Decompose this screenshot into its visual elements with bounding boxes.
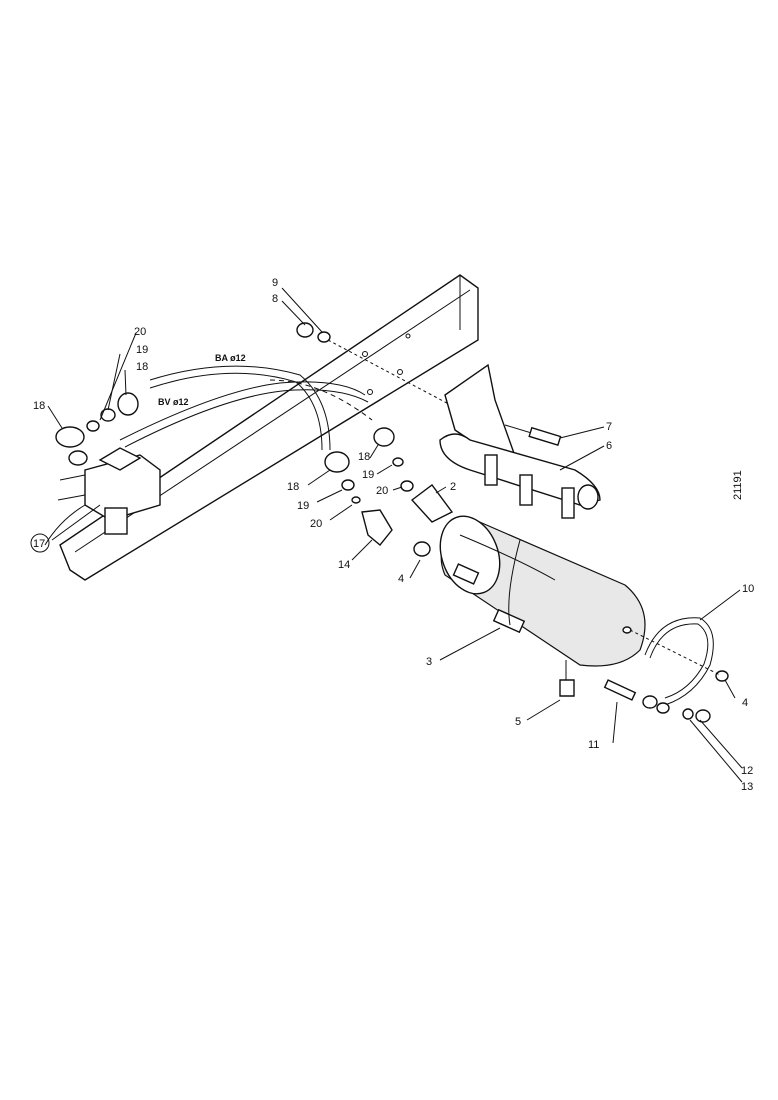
callout-5: 5 — [515, 716, 521, 728]
callout-17-circle — [30, 533, 50, 553]
callout-18-top: 18 — [136, 361, 148, 373]
callout-4-upper: 4 — [398, 573, 404, 585]
callout-18-low: 18 — [287, 481, 299, 493]
callout-20-mid: 20 — [376, 485, 388, 497]
callout-12: 12 — [741, 765, 753, 777]
callout-19-low: 19 — [297, 500, 309, 512]
mid-fittings — [324, 427, 454, 557]
callout-20-top: 20 — [134, 326, 146, 338]
callout-18-left: 18 — [33, 400, 45, 412]
callout-8: 8 — [272, 293, 278, 305]
callout-6: 6 — [606, 440, 612, 452]
callout-19-mid: 19 — [362, 469, 374, 481]
callout-18-mid: 18 — [358, 451, 370, 463]
leader-lines — [47, 287, 743, 783]
callout-3: 3 — [426, 656, 432, 668]
drawing-number: 21191 — [732, 470, 744, 500]
callout-7: 7 — [606, 421, 612, 433]
callout-20-low: 20 — [310, 518, 322, 530]
mounting-nuts — [296, 322, 461, 411]
callout-10: 10 — [742, 583, 754, 595]
callout-13: 13 — [741, 781, 753, 793]
air-tank — [439, 515, 646, 697]
tank-bracket — [439, 363, 601, 519]
callout-14: 14 — [338, 559, 350, 571]
elbow-fitting-left — [55, 392, 139, 466]
callout-19-top: 19 — [136, 344, 148, 356]
callout-11: 11 — [588, 739, 599, 751]
clamp-band — [603, 617, 729, 723]
air-lines — [119, 365, 373, 451]
callout-4-lower: 4 — [742, 697, 748, 709]
valve-block — [44, 447, 161, 546]
callout-2: 2 — [450, 481, 456, 493]
callout-9: 9 — [272, 277, 278, 289]
line-label-ba: BA ø12 — [215, 353, 246, 363]
line-label-bv: BV ø12 — [158, 397, 189, 407]
callout-17: 17 — [33, 538, 45, 550]
